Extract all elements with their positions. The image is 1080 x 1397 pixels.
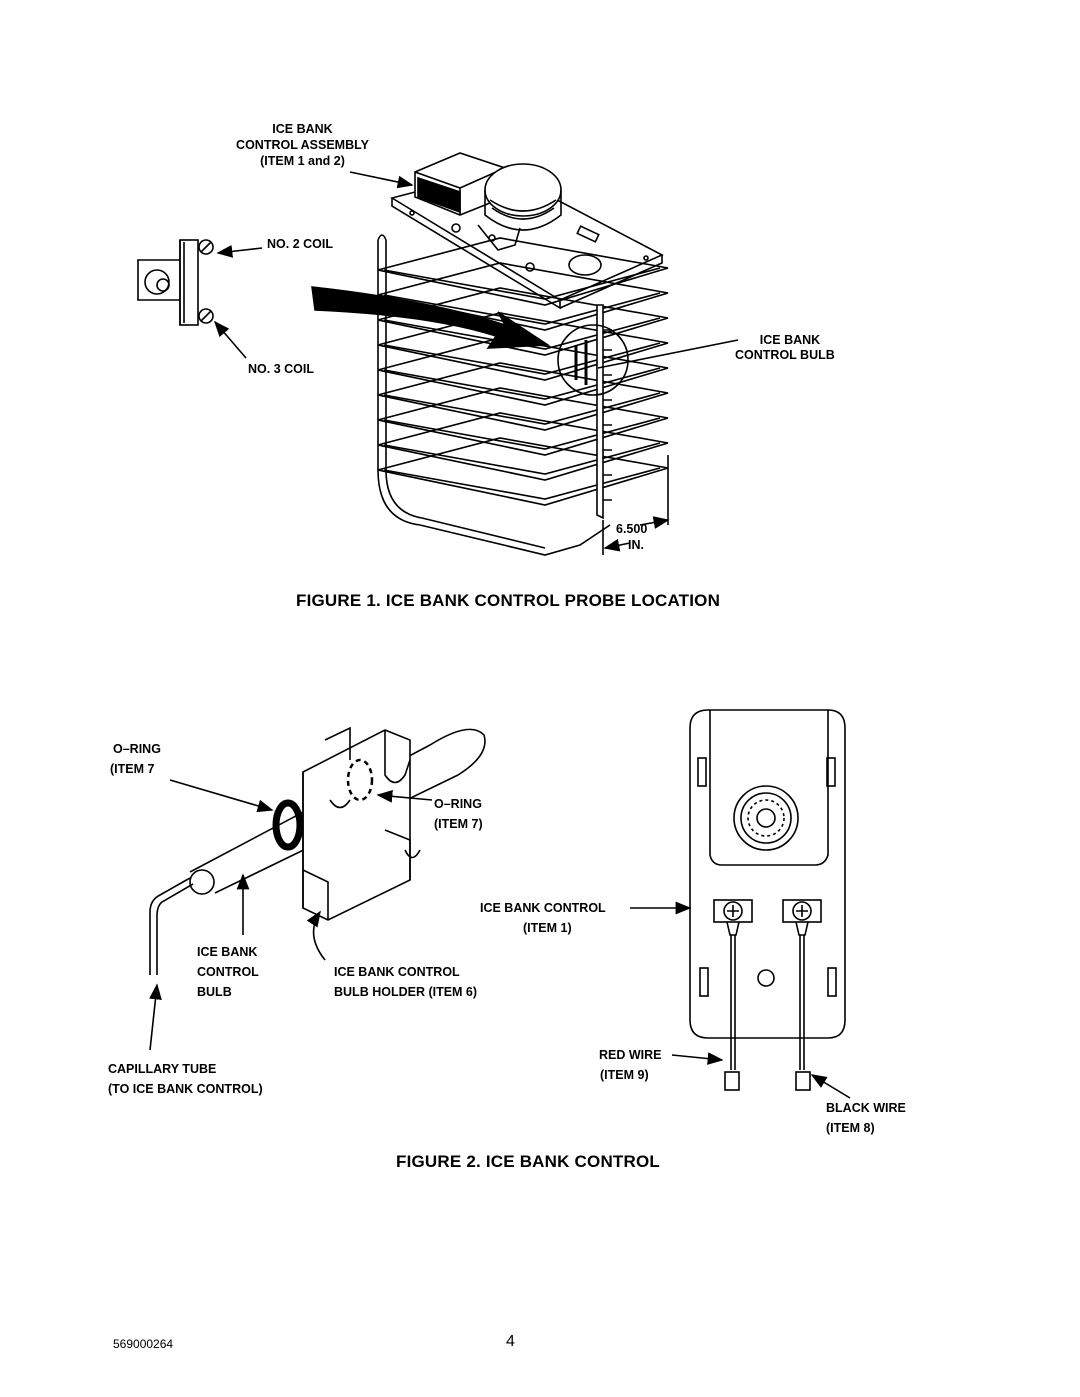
- oring-right-label-line1: O–RING: [434, 797, 482, 811]
- control-label-line1: ICE BANK CONTROL: [480, 901, 606, 915]
- oring-right-label-line2: (ITEM 7): [434, 817, 483, 831]
- page-number: 4: [506, 1333, 515, 1350]
- oring-left-label-line2: (ITEM 7: [110, 762, 155, 776]
- figure2-caption: FIGURE 2. ICE BANK CONTROL: [396, 1152, 660, 1171]
- holder-label-line2: BULB HOLDER (ITEM 6): [334, 985, 478, 999]
- dimension-value: 6.500: [616, 522, 648, 536]
- red-wire-label-line1: RED WIRE: [599, 1048, 662, 1062]
- bulb-label-line2: CONTROL BULB: [735, 348, 835, 362]
- red-wire-label-line2: (ITEM 9): [600, 1068, 649, 1082]
- bulb-label-line3: BULB: [197, 985, 232, 999]
- document-number: 569000264: [113, 1337, 174, 1351]
- dimension-unit: IN.: [628, 538, 644, 552]
- black-wire-label-line1: BLACK WIRE: [826, 1101, 906, 1115]
- no3-coil-label: NO. 3 COIL: [248, 362, 314, 376]
- capillary-label-line2: (TO ICE BANK CONTROL): [108, 1082, 263, 1096]
- location-arrow: [311, 286, 551, 349]
- evaporator-coil-loops: [377, 237, 669, 506]
- holder-label-line1: ICE BANK CONTROL: [334, 965, 460, 979]
- oring-left-label-line1: O–RING: [113, 742, 161, 756]
- bulb-label-line2: CONTROL: [197, 965, 259, 979]
- figure1-caption: FIGURE 1. ICE BANK CONTROL PROBE LOCATIO…: [296, 591, 721, 610]
- black-wire-label-line2: (ITEM 8): [826, 1121, 875, 1135]
- capillary-label-line1: CAPILLARY TUBE: [108, 1062, 217, 1076]
- bulb-label-line1: ICE BANK: [759, 333, 821, 347]
- figure1-drawing: [137, 152, 739, 556]
- no2-coil-label: NO. 2 COIL: [267, 237, 333, 251]
- control-label-line2: (ITEM 1): [523, 921, 572, 935]
- bulb-label-line1: ICE BANK: [197, 945, 258, 959]
- assembly-label-line3: (ITEM 1 and 2): [260, 154, 345, 168]
- assembly-label-line2: CONTROL ASSEMBLY: [236, 138, 369, 152]
- assembly-label-line1: ICE BANK: [272, 122, 333, 136]
